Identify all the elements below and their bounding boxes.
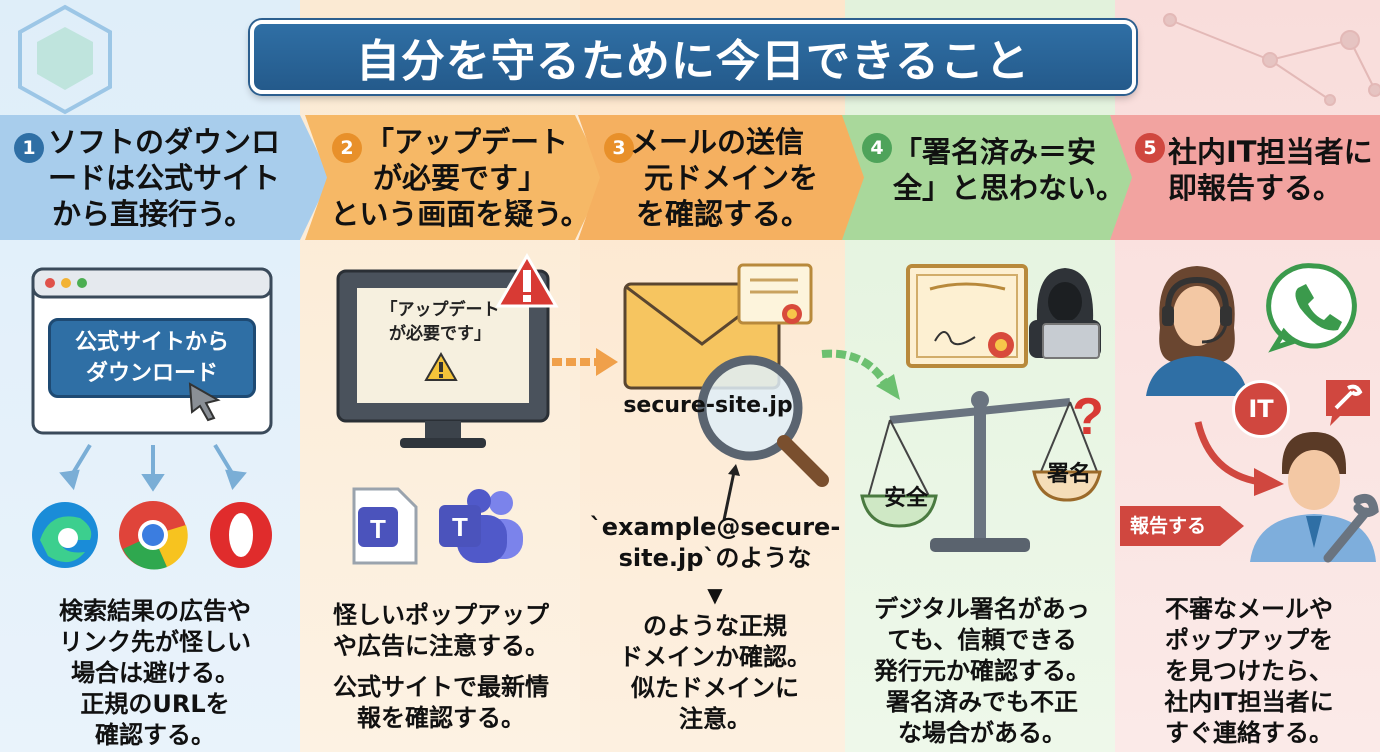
support-agent-icon [1146, 266, 1248, 396]
svg-text:T: T [370, 514, 386, 544]
step-number-3: 3 [604, 133, 634, 163]
page-title: 自分を守るために今日できること [355, 36, 1031, 87]
report-arrow-label: 報告する [1120, 506, 1244, 546]
teams-app-icon: T [439, 489, 523, 563]
svg-text:?: ? [1072, 388, 1104, 446]
step-description-2: 怪しいポップアップや広告に注意する。 公式サイトで最新情報を確認する。 [333, 601, 549, 732]
page-title-box: 自分を守るために今日できること [250, 20, 1136, 94]
warning-small-icon [424, 351, 458, 381]
svg-text:T: T [452, 512, 468, 542]
cursor-icon [188, 382, 221, 422]
signed-certificate-icon [906, 264, 1028, 368]
monitor-icon [336, 269, 550, 448]
step-header-band-1 [0, 115, 330, 240]
opera-browser-icon [210, 502, 272, 568]
step-heading-2: 「アップデートが必要です」という画面を疑う。 [330, 125, 590, 231]
step-description-1: 検索結果の広告やリンク先が怪しい場合は避ける。正規のURLを確認する。 [59, 597, 251, 749]
warning-alert-icon [495, 253, 559, 308]
question-mark-icon: ? [1072, 388, 1104, 446]
scale-label-signed: 署名 [1046, 462, 1091, 487]
green-arrow-icon [821, 349, 900, 400]
step-heading-3: メールの送信元ドメインをを確認する。 [630, 125, 819, 231]
step-header-band-4 [842, 115, 1140, 240]
edge-browser-icon [32, 502, 98, 568]
balance-scale-icon [860, 391, 1102, 552]
sender-domain: secure-site.jp [623, 393, 793, 418]
red-curve-arrow-icon [1194, 421, 1284, 496]
step-number-4: 4 [862, 133, 892, 163]
it-staff-icon [1250, 432, 1379, 563]
it-badge: IT [1232, 380, 1290, 438]
step-description-5: 不審なメールやポップアップをを見つけたら、社内IT担当者にすぐ連絡する。 [1164, 595, 1334, 747]
chrome-browser-icon [119, 501, 188, 570]
wrench-chat-icon [1326, 380, 1370, 426]
step-heading-5: 社内IT担当者に即報告する。 [1168, 135, 1373, 205]
step-number-5: 5 [1135, 133, 1165, 163]
certificate-icon [737, 263, 813, 325]
update-screen-text: 「アップデートが必要です」 [380, 300, 500, 344]
network-decoration-icon [1163, 13, 1380, 106]
hexagon-cube-icon [18, 4, 112, 115]
magnifier-icon [697, 355, 829, 487]
download-button[interactable]: 公式サイトからダウンロード [48, 318, 256, 398]
flow-arrow-icon [552, 348, 618, 376]
step-number-2: 2 [332, 133, 362, 163]
scale-label-safe: 安全 [883, 486, 928, 511]
step-number-1: 1 [14, 133, 44, 163]
step-heading-4: 「署名済み＝安全」と思わない。 [893, 135, 1126, 205]
step-description-3: `example@secure-site.jp`のような ▼ のような正規ドメイ… [589, 513, 841, 733]
step-description-4: デジタル署名があっても、信頼できる発行元か確認する。署名済みでも不正な場合がある… [874, 595, 1090, 747]
download-arrows-icon [59, 443, 247, 492]
hacker-laptop-icon [1029, 268, 1101, 359]
step-heading-1: ソフトのダウンロードは公式サイトから直接行う。 [48, 125, 281, 231]
teams-file-icon: T [352, 487, 418, 565]
pointer-arrow-icon [722, 464, 740, 521]
phone-chat-icon [1266, 263, 1357, 353]
